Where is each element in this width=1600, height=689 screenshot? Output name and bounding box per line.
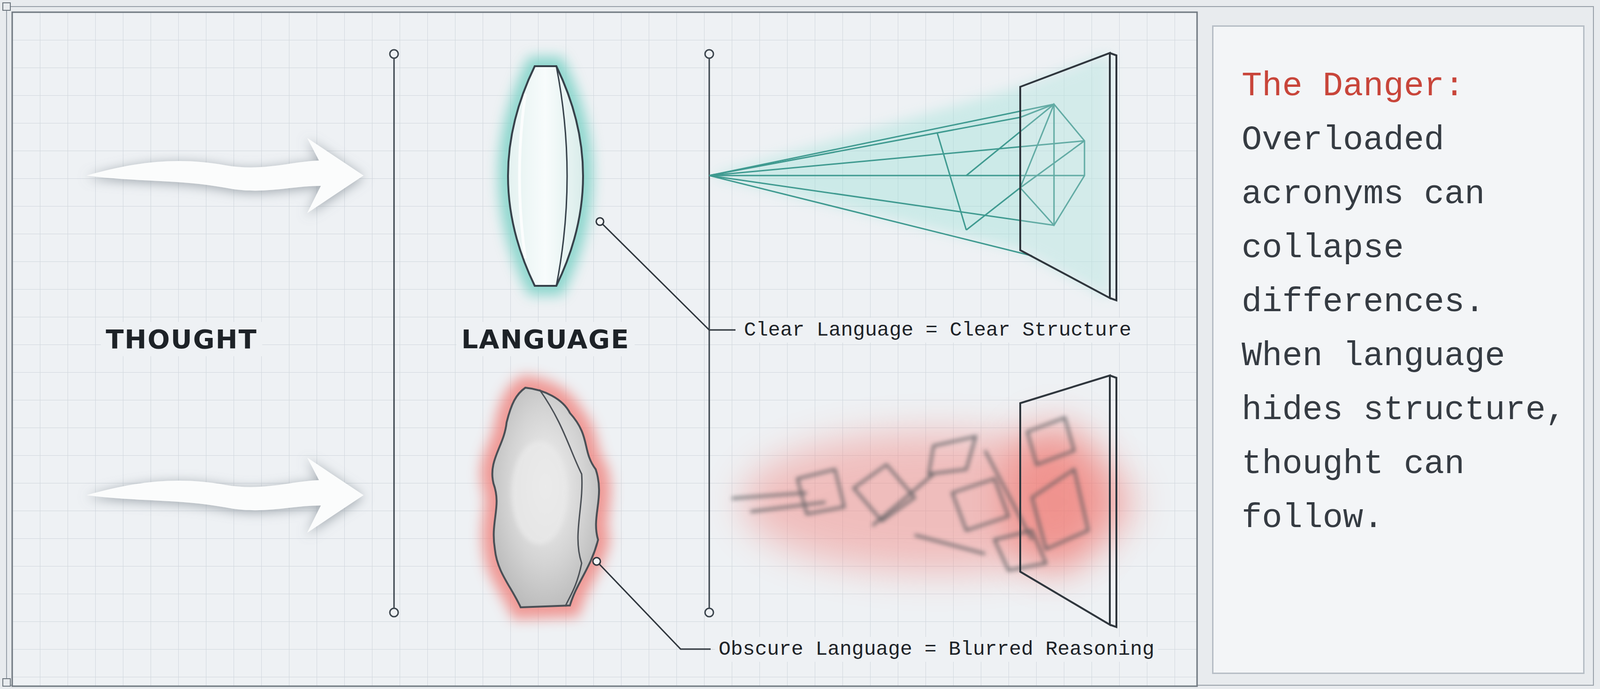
screen-edge bbox=[1109, 375, 1117, 627]
divider-end bbox=[705, 607, 714, 617]
blurred-shapes bbox=[731, 417, 1089, 570]
blurred-stroke bbox=[872, 473, 934, 526]
blob-glow bbox=[492, 387, 600, 607]
divider-line bbox=[708, 58, 711, 608]
blurred-stroke bbox=[914, 534, 986, 554]
column-heading: THOUGHT bbox=[100, 321, 262, 357]
clear-screen bbox=[1020, 53, 1117, 301]
grid-panel bbox=[12, 12, 1198, 686]
clear-lens bbox=[508, 66, 584, 286]
corner-handle bbox=[2, 678, 11, 686]
leader-dot bbox=[592, 557, 601, 565]
divider-end bbox=[705, 49, 714, 59]
screen-face bbox=[1020, 53, 1110, 298]
blob-haze bbox=[511, 440, 568, 545]
blurred-stroke bbox=[952, 478, 1009, 531]
divider-line bbox=[393, 58, 395, 608]
ray bbox=[966, 187, 1021, 230]
obscure-lens bbox=[492, 387, 600, 607]
screen-edge bbox=[1109, 53, 1117, 301]
thought-arrow bbox=[86, 137, 364, 213]
blurred-stroke bbox=[1027, 417, 1075, 465]
callout-label: Clear Language = Clear Structure bbox=[740, 317, 1136, 343]
thought-arrow bbox=[86, 457, 364, 533]
ray bbox=[709, 175, 1032, 256]
blurred-stroke bbox=[731, 492, 807, 499]
blurred-screen bbox=[1020, 375, 1117, 627]
screen-face bbox=[1020, 375, 1110, 625]
ray bbox=[709, 104, 1055, 176]
corner-handle bbox=[2, 2, 11, 11]
blurred-stroke bbox=[750, 501, 826, 512]
blurred-stroke bbox=[797, 469, 845, 514]
divider-end bbox=[389, 607, 399, 617]
leader-lines bbox=[592, 217, 736, 649]
note-heading: The Danger: bbox=[1241, 59, 1578, 114]
thought-arrows bbox=[86, 137, 364, 533]
divider-lines bbox=[389, 49, 714, 617]
blurred-stroke bbox=[853, 464, 915, 521]
ray-glow bbox=[709, 53, 1110, 298]
divider-end bbox=[389, 49, 399, 59]
lens-edge bbox=[556, 66, 568, 286]
ray bbox=[937, 132, 967, 230]
column-heading: LANGUAGE bbox=[456, 321, 635, 357]
note-panel: The Danger:Overloaded acronyms can colla… bbox=[1212, 25, 1585, 674]
ray bbox=[709, 117, 1021, 176]
blurred-stroke bbox=[1031, 469, 1089, 549]
lens-glow bbox=[508, 66, 584, 286]
note-body: Overloaded acronyms can collapse differe… bbox=[1241, 113, 1578, 546]
leader-dot bbox=[596, 217, 604, 226]
leader-line bbox=[599, 221, 736, 330]
blurred-stroke bbox=[985, 450, 1032, 540]
lens-highlight bbox=[519, 93, 526, 258]
leader-line bbox=[596, 561, 711, 649]
blurred-stroke bbox=[928, 436, 976, 474]
callout-label: Obscure Language = Blurred Reasoning bbox=[714, 636, 1159, 662]
